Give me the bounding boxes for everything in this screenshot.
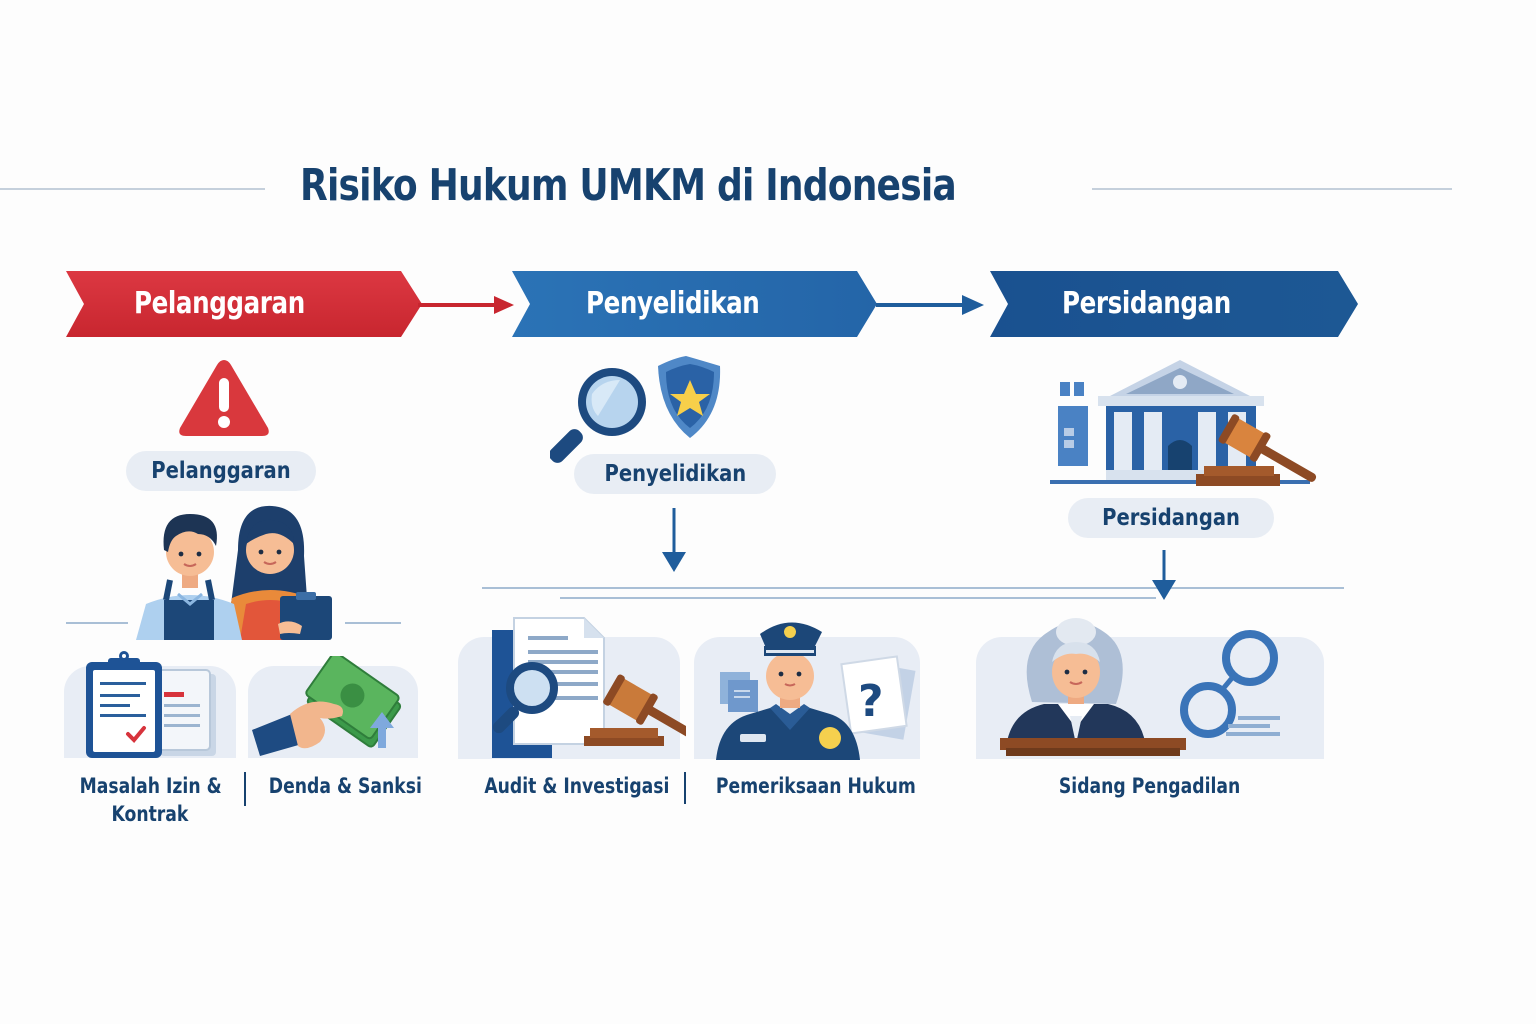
title-rule-left (0, 188, 265, 190)
svg-text:?: ? (858, 676, 884, 727)
item-caption: Denda & Sanksi (268, 774, 422, 798)
item-caption: Pemeriksaan Hukum (715, 774, 916, 798)
hand-money-icon (252, 656, 402, 756)
stage-banner-pelanggaran: Pelanggaran (66, 271, 426, 337)
connector-line (482, 587, 1344, 589)
chevron-banner-red (66, 271, 422, 337)
stage-pill-persidangan: Persidangan (1068, 498, 1274, 538)
document-magnifier-gavel-icon (492, 617, 686, 758)
police-officer-question-icon: ? (716, 622, 916, 760)
item-caption: Sidang Pengadilan (1059, 774, 1241, 798)
stage-banner-penyelidikan: Penyelidikan (512, 271, 882, 337)
caption-divider (244, 772, 246, 806)
judge-handcuffs-icon (1000, 618, 1280, 756)
item-caption: Audit & Investigasi (484, 774, 670, 798)
section-rule (345, 622, 401, 624)
business-owners-illustration (136, 505, 332, 640)
connector-line (560, 597, 1156, 599)
clipboard-documents-icon (86, 651, 216, 758)
item-caption: Masalah Izin & Kontrak (79, 774, 222, 826)
page-title: Risiko Hukum UMKM di Indonesia (300, 160, 957, 211)
stage-banner-persidangan: Persidangan (990, 271, 1362, 337)
warning-triangle-icon (179, 360, 269, 436)
chevron-banner-blue (512, 271, 877, 337)
arrow-right-icon (418, 296, 514, 314)
stage-label: Pelanggaran (134, 286, 305, 321)
caption-divider (684, 772, 686, 804)
stage-label: Persidangan (1062, 286, 1231, 321)
magnifier-shield-icon (550, 356, 721, 463)
stage-pill-pelanggaran: Pelanggaran (126, 451, 316, 491)
stage-label: Penyelidikan (586, 286, 760, 321)
arrow-down-icon (1152, 550, 1176, 600)
section-rule (66, 622, 128, 624)
chevron-banner-navy (990, 271, 1358, 337)
arrow-down-icon (662, 508, 686, 572)
arrow-right-icon (876, 295, 984, 315)
courthouse-gavel-icon (1050, 360, 1317, 486)
stage-pill-penyelidikan: Penyelidikan (574, 454, 776, 494)
title-rule-right (1092, 188, 1452, 190)
